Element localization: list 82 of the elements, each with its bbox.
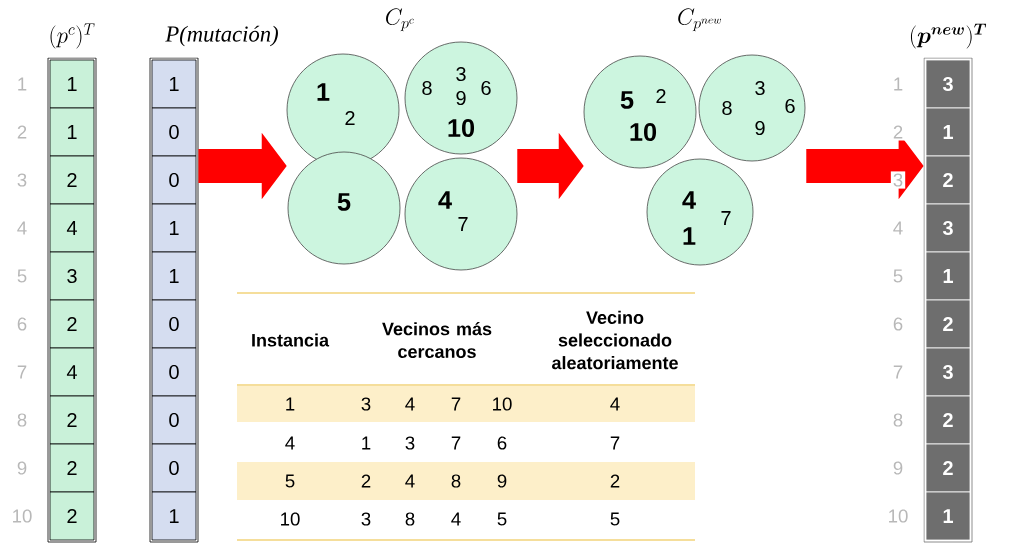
vector-cell: 1 [151, 59, 197, 109]
cluster-set-label: $C_{p^{c}}$ [386, 8, 414, 32]
vector-cell: 2 [49, 443, 95, 493]
vector-cell: 2 [49, 155, 95, 205]
table-cell: 5 [610, 512, 620, 526]
table-cell: 3 [405, 436, 415, 450]
vector-cell: 2 [49, 299, 95, 349]
vector-cell: 2 [925, 299, 971, 349]
table-cell: 8 [451, 474, 461, 488]
row-number: 3 [14, 171, 30, 189]
vector-cell: 0 [151, 443, 197, 493]
row-number: 2 [14, 123, 30, 141]
row-number: 1 [14, 75, 30, 93]
row-number: 8 [14, 411, 30, 429]
table-cell: 3 [361, 397, 371, 411]
vector-cell: 1 [151, 203, 197, 253]
vector-cell: 0 [151, 107, 197, 157]
vector-cell: 1 [49, 59, 95, 109]
row-number: 3 [890, 171, 906, 189]
vector-cell: 1 [151, 251, 197, 301]
vector-cell: 0 [151, 347, 197, 397]
row-number: 8 [890, 411, 906, 429]
vector-cell: 4 [49, 347, 95, 397]
node-label: $(\boldsymbol{p}^{\boldsymbol{new}})^{\boldsymbol{T}}$ [910, 23, 987, 49]
table-cell: 1 [362, 436, 371, 450]
vector-cell: 1 [925, 107, 971, 157]
row-number: 7 [890, 363, 906, 381]
vector-cell: 3 [49, 251, 95, 301]
table-cell: 9 [497, 474, 507, 488]
table-header: Vecino seleccionado aleatoriamente [552, 310, 678, 370]
row-number: 10 [9, 507, 35, 525]
table-cell: 2 [610, 474, 620, 488]
table-cell: 5 [285, 474, 295, 488]
row-number: 5 [14, 267, 30, 285]
table-cell: 6 [497, 436, 507, 450]
row-number: 10 [885, 507, 911, 525]
row-number: 1 [890, 75, 906, 93]
row-number: 9 [890, 459, 906, 477]
table-cell: 1 [286, 397, 295, 411]
vector-cell: 2 [925, 395, 971, 445]
table-cell: 5 [497, 512, 507, 526]
table-cell: 10 [281, 512, 300, 526]
node-label: P(mutación) [165, 25, 278, 47]
table-cell: 4 [451, 512, 461, 526]
vector-cell: 3 [925, 203, 971, 253]
table-cell: 7 [451, 397, 461, 411]
table-header: Instancia [252, 333, 330, 347]
table-cell: 4 [610, 397, 620, 411]
table-cell: 4 [405, 474, 415, 488]
table-cell: 7 [451, 436, 461, 450]
vector-cell: 2 [49, 491, 95, 541]
row-number: 9 [14, 459, 30, 477]
vector-cell: 3 [925, 59, 971, 109]
vector-cell: 2 [49, 395, 95, 445]
table-cell: 2 [361, 474, 371, 488]
row-number: 5 [890, 267, 906, 285]
table-cell: 10 [493, 397, 512, 411]
node-label: $(p^{c})^{T}$ [50, 23, 95, 49]
vector-cell: 2 [925, 443, 971, 493]
table-cell: 4 [405, 397, 415, 411]
vector-cell: 3 [925, 347, 971, 397]
vector-cell: 4 [49, 203, 95, 253]
vector-cell: 1 [925, 491, 971, 541]
vector-cell: 1 [925, 251, 971, 301]
row-number: 6 [890, 315, 906, 333]
row-number: 4 [890, 219, 906, 237]
vector-cell: 1 [49, 107, 95, 157]
table-cell: 7 [610, 436, 620, 450]
cluster-set-label: $C_{p^{new}}$ [678, 8, 721, 32]
vector-cell: 0 [151, 395, 197, 445]
row-number: 6 [14, 315, 30, 333]
vector-cell: 1 [151, 491, 197, 541]
vector-cell: 0 [151, 299, 197, 349]
vector-cell: 0 [151, 155, 197, 205]
table-cell: 8 [405, 512, 415, 526]
row-number: 7 [14, 363, 30, 381]
row-number: 2 [890, 123, 906, 141]
table-cell: 4 [285, 436, 295, 450]
row-number: 4 [14, 219, 30, 237]
table-header: Vecinos más cercanos [382, 322, 492, 358]
table-cell: 3 [361, 512, 371, 526]
vector-cell: 2 [925, 155, 971, 205]
